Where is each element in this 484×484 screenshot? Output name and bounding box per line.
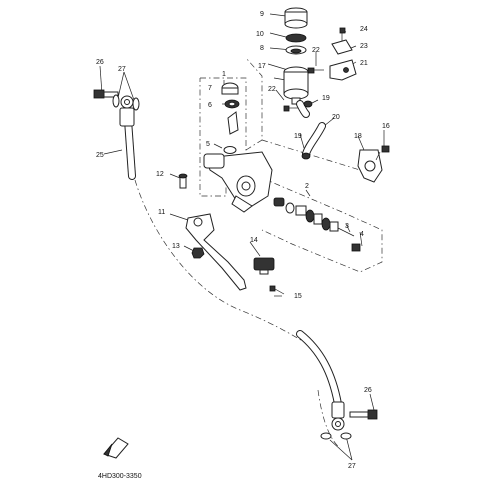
label-7: 7 [208, 85, 212, 92]
hose-route-guide [134, 179, 319, 351]
label-27b: 27 [348, 463, 356, 470]
label-13: 13 [172, 243, 180, 250]
label-6: 6 [208, 102, 212, 109]
label-3: 3 [345, 223, 349, 230]
copper-washers-lower [320, 432, 352, 440]
master-cylinder-body [203, 151, 273, 213]
label-24: 24 [360, 26, 368, 33]
brake-lever-part [185, 213, 247, 291]
label-21: 21 [360, 60, 368, 67]
label-16: 16 [382, 123, 390, 130]
label-1: 1 [222, 71, 226, 78]
label-8: 8 [260, 45, 264, 52]
reservoir-tank-part [283, 66, 309, 105]
diaphragm-cap-part [221, 82, 239, 95]
label-10: 10 [256, 31, 264, 38]
label-22b: 22 [268, 86, 276, 93]
reservoir-plate-part [285, 33, 307, 43]
part-labels: 1 2 3 4 5 6 7 8 9 10 11 12 13 14 15 16 1… [96, 11, 390, 470]
bracket-screw-part [307, 67, 324, 74]
oring-part [224, 99, 240, 109]
assembly-box-2 [261, 177, 383, 273]
union-bolt-lower [349, 409, 378, 420]
label-18: 18 [354, 133, 362, 140]
top-screw-part [339, 27, 346, 42]
label-19a: 19 [322, 95, 330, 102]
reservoir-bracket-part [329, 59, 357, 81]
label-25: 25 [96, 152, 104, 159]
hose-clip-part [301, 100, 313, 160]
lever-nut-part [191, 247, 205, 259]
brake-hose-lower [296, 330, 345, 431]
copper-washers-upper [112, 94, 140, 111]
label-22a: 22 [312, 47, 320, 54]
label-12: 12 [156, 171, 164, 178]
label-15: 15 [294, 293, 302, 300]
label-14: 14 [250, 237, 258, 244]
label-26a: 26 [96, 59, 104, 66]
label-5: 5 [206, 141, 210, 148]
piston-kit [273, 197, 361, 252]
label-4: 4 [360, 231, 364, 238]
brake-switch-part [253, 257, 275, 275]
label-20: 20 [332, 114, 340, 121]
holder-part [357, 149, 383, 183]
union-bolt-upper [93, 89, 119, 99]
bracket-plate-part [331, 39, 353, 55]
fwd-arrow-icon [103, 437, 129, 459]
label-9: 9 [260, 11, 264, 18]
pivot-bolt-part [178, 173, 188, 189]
switch-screw-part [269, 285, 285, 295]
label-11: 11 [158, 209, 165, 216]
reservoir-diaphragm-part [285, 45, 307, 55]
holder-bolt-part [375, 145, 390, 161]
reservoir-guide [261, 139, 361, 171]
diagram-code: 4HD300-3350 [98, 473, 142, 480]
leader-lines [99, 13, 385, 461]
brake-hose-upper [119, 95, 136, 180]
label-23: 23 [360, 43, 368, 50]
washer-5-part [223, 146, 237, 154]
label-2: 2 [305, 183, 309, 190]
hose-fitting-part [227, 111, 239, 135]
reservoir-hose-part [296, 100, 326, 158]
reservoir-cap-part [284, 7, 308, 29]
label-27a: 27 [118, 66, 126, 73]
label-26b: 26 [364, 387, 372, 394]
label-17: 17 [258, 63, 266, 70]
hose-route-guide-2 [317, 389, 341, 449]
label-19b: 19 [294, 133, 302, 140]
reservoir-box [245, 57, 263, 151]
screw-22b-part [283, 105, 298, 112]
